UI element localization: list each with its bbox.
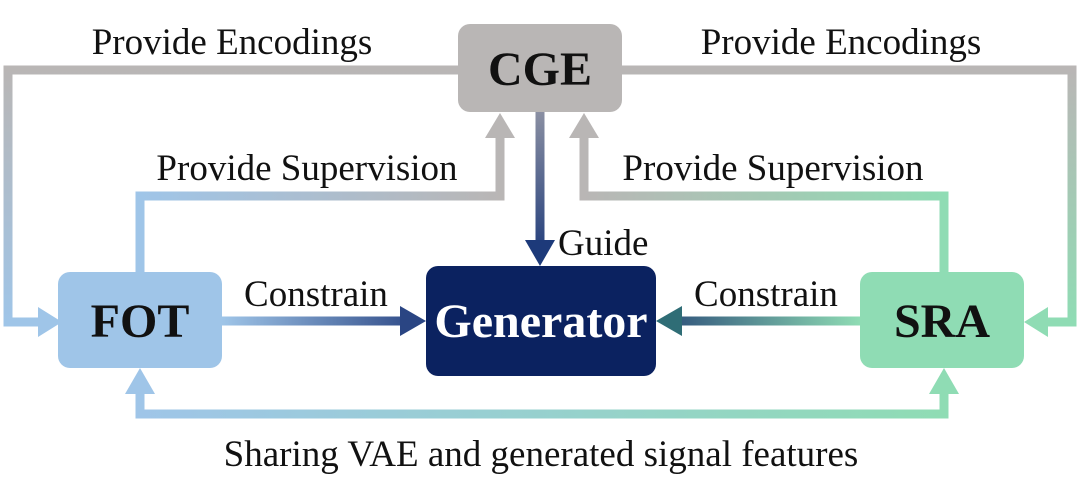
edge-supervision-left: Provide Supervision bbox=[135, 113, 515, 272]
node-fot: FOT bbox=[58, 272, 222, 368]
node-cge: CGE bbox=[458, 24, 622, 112]
edge-label-encodings-right: Provide Encodings bbox=[701, 22, 982, 63]
edge-label-supervision-left: Provide Supervision bbox=[156, 148, 457, 189]
edge-sharing: Sharing VAE and generated signal feature… bbox=[125, 368, 959, 475]
edge-encodings-left: Provide Encodings bbox=[3, 22, 458, 337]
node-fot-label: FOT bbox=[91, 295, 190, 348]
edge-supervision-right: Provide Supervision bbox=[569, 113, 949, 272]
node-sra-label: SRA bbox=[894, 295, 990, 348]
node-generator-label: Generator bbox=[434, 295, 647, 348]
edge-constrain-right: Constrain bbox=[656, 274, 860, 336]
edge-constrain-left: Constrain bbox=[222, 274, 426, 336]
edge-encodings-right: Provide Encodings bbox=[622, 22, 1077, 337]
edge-label-constrain-left: Constrain bbox=[244, 274, 388, 315]
edge-label-constrain-right: Constrain bbox=[694, 274, 838, 315]
node-sra: SRA bbox=[860, 272, 1024, 368]
edge-guide: Guide bbox=[525, 112, 648, 266]
node-generator: Generator bbox=[426, 266, 656, 376]
node-cge-label: CGE bbox=[488, 43, 592, 96]
edge-label-encodings-left: Provide Encodings bbox=[92, 22, 373, 63]
edge-label-guide: Guide bbox=[558, 223, 648, 264]
edge-label-sharing: Sharing VAE and generated signal feature… bbox=[224, 434, 859, 475]
edge-label-supervision-right: Provide Supervision bbox=[622, 148, 923, 189]
